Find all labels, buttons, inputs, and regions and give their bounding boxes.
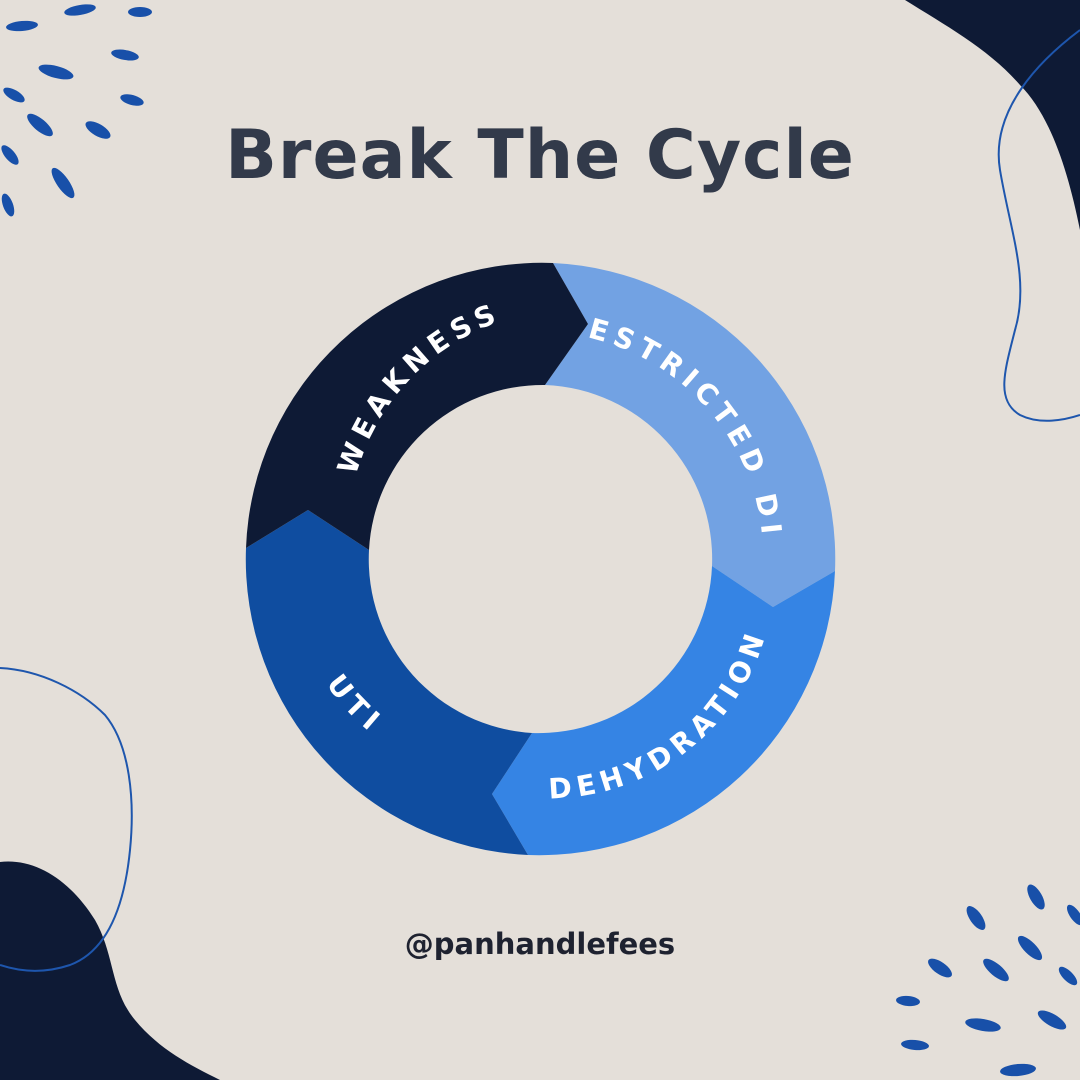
- top-right-outline-curve: [997, 29, 1080, 422]
- bottom-left-navy-blob: [0, 861, 220, 1080]
- bottom-right-dash-pattern: [896, 884, 1080, 1077]
- left-outline-curve: [0, 667, 133, 972]
- segment-uti: [245, 510, 533, 855]
- segment-restricted-diet: [545, 263, 836, 607]
- segment-weakness: [246, 262, 588, 550]
- top-right-navy-blob: [905, 0, 1080, 230]
- top-left-dash-pattern: [1, 4, 152, 217]
- segment-dehydration: [492, 566, 835, 856]
- social-handle: @panhandlefees: [404, 927, 676, 961]
- page-title: Break The Cycle: [225, 116, 855, 195]
